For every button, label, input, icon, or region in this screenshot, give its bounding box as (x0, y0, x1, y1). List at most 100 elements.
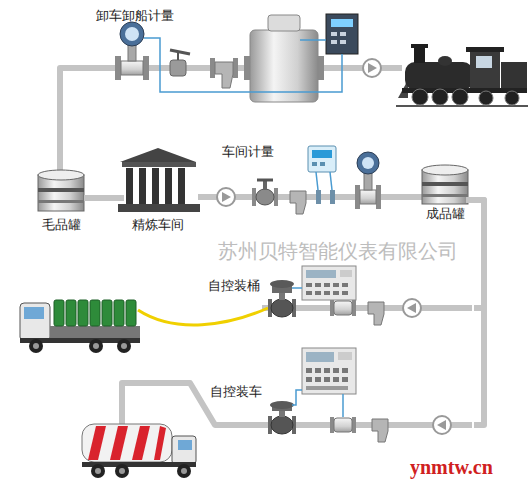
tanker-truck (95, 468, 101, 474)
ultrasonic-flowmeter (312, 150, 332, 158)
globe-valve (274, 188, 278, 206)
ultrasonic-flowmeter (308, 146, 336, 204)
drum-truck (114, 300, 124, 326)
turbine-flowmeter (121, 61, 143, 75)
refinery-building (178, 168, 185, 204)
locomotive (396, 44, 528, 106)
turbine-flowmeter (360, 190, 376, 204)
batch-controller (324, 283, 330, 287)
tanker-truck (119, 468, 125, 474)
refinery-building (120, 148, 196, 162)
y-strainer (368, 302, 384, 325)
y-strainer (290, 191, 306, 214)
refinery-building (139, 168, 146, 204)
batch-controller (324, 377, 330, 382)
signal-wire (144, 38, 342, 92)
pump (403, 299, 421, 317)
batch-controller (306, 352, 334, 362)
locomotive (470, 50, 500, 92)
locomotive (411, 44, 428, 48)
drum-truck (54, 300, 64, 326)
filling-station: 自控装桶 (200, 272, 474, 324)
batch-controller (342, 283, 348, 287)
drum-truck (93, 343, 99, 349)
coriolis-flowmeter (250, 30, 318, 102)
node-label: 精炼车间 (132, 217, 184, 233)
drum-truck (117, 339, 131, 353)
storage-tank: 成品罐 (416, 160, 474, 224)
flowmeter (334, 301, 352, 315)
pipeline (60, 68, 92, 165)
node-label: 自控装桶 (208, 278, 474, 294)
locomotive (452, 89, 468, 105)
control-cabinet (326, 14, 358, 54)
drum-truck (50, 326, 140, 338)
ball-valve (170, 60, 186, 76)
turbine-flowmeter (143, 56, 149, 80)
control-valve (270, 280, 294, 288)
locomotive (479, 91, 493, 105)
turbine-flowmeter (355, 152, 381, 209)
batch-controller (306, 377, 312, 382)
drum-truck (102, 300, 112, 326)
locomotive (414, 46, 425, 63)
batch-controller (302, 266, 356, 300)
node-label: 毛品罐 (42, 217, 81, 233)
turbine-flowmeter (128, 44, 136, 61)
pump (363, 59, 381, 77)
tanker-truck (154, 426, 166, 460)
globe-valve (257, 179, 273, 182)
turbine-flowmeter (125, 27, 139, 41)
signal-wire (316, 172, 332, 190)
y-strainer (372, 419, 388, 442)
filling-hose (138, 308, 268, 325)
locomotive (438, 56, 452, 66)
batch-controller (306, 386, 348, 390)
batch-controller (342, 291, 348, 295)
crude-tank (38, 188, 84, 192)
batch-controller (333, 368, 339, 373)
control-cabinet (331, 19, 353, 27)
locomotive (412, 89, 428, 105)
drum-truck (20, 303, 50, 341)
signal-wire (292, 390, 302, 405)
y-strainer (233, 58, 238, 78)
pump (403, 299, 421, 317)
tanker-truck (115, 464, 129, 478)
ultrasonic-flowmeter (312, 162, 317, 166)
batch-controller (315, 283, 321, 287)
y-strainer (210, 58, 215, 78)
batch-controller (315, 377, 321, 382)
tanker-truck (132, 426, 150, 460)
locomotive (396, 105, 528, 107)
filling-hose (138, 308, 268, 325)
signal-wire (144, 38, 342, 92)
product-tank (422, 194, 468, 197)
batch-controller (324, 368, 330, 373)
ultrasonic-flowmeter (320, 162, 325, 166)
node-label: 卸车卸船计量 (96, 8, 369, 24)
batch-controller (338, 352, 352, 360)
flowmeter (330, 300, 334, 316)
locomotive (476, 56, 492, 68)
refinery-building: 精炼车间 (116, 145, 200, 235)
batch-controller (306, 368, 312, 373)
site-url: ynmtw.cn (410, 456, 493, 479)
metering-station: 车间计量 (205, 140, 418, 225)
drum-truck (121, 343, 127, 349)
control-valve (271, 416, 293, 434)
metering-station: 卸车卸船计量 (92, 6, 369, 108)
batch-controller (333, 291, 339, 295)
pipeline (474, 200, 484, 425)
batch-controller (315, 368, 321, 373)
tanker-truck (82, 424, 172, 462)
tanker-truck (88, 426, 106, 460)
y-strainer (210, 58, 238, 88)
pump (437, 420, 446, 430)
refinery-building (115, 195, 124, 201)
locomotive (405, 62, 473, 90)
tanker-truck (177, 464, 191, 478)
crude-tank (38, 164, 90, 211)
ball-valve (170, 50, 190, 76)
